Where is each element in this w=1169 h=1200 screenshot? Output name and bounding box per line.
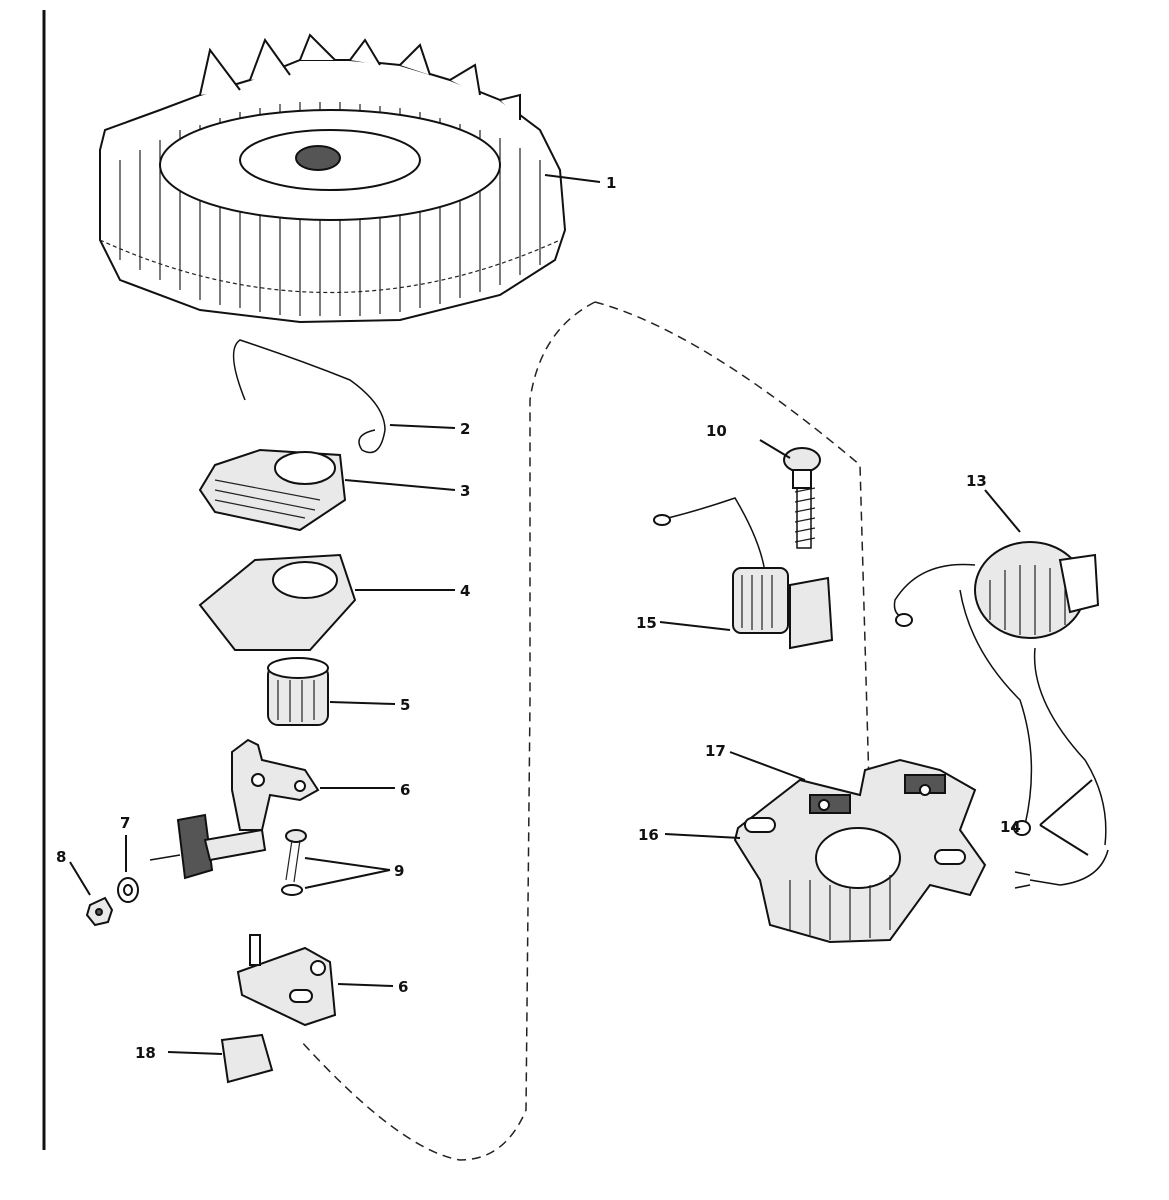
callout-2: 2 — [460, 420, 470, 438]
callout-4: 4 — [460, 582, 470, 600]
leader-2 — [389, 424, 456, 429]
nut — [85, 896, 114, 927]
leader-3 — [344, 479, 456, 491]
callout-15: 15 — [636, 614, 657, 632]
callout-5: 5 — [400, 696, 410, 714]
callout-16: 16 — [638, 826, 659, 844]
ignition-coil — [893, 541, 1100, 836]
callout-8: 8 — [56, 848, 66, 866]
leader-5 — [329, 701, 396, 705]
leader-1 — [544, 174, 601, 183]
mounting-bracket — [733, 758, 987, 944]
callout-10: 10 — [706, 422, 727, 440]
cover-plate — [198, 448, 347, 532]
leader-15 — [659, 621, 731, 631]
leader-17 — [729, 751, 806, 781]
callout-3: 3 — [460, 482, 470, 500]
condenser — [653, 497, 834, 650]
callout-9: 9 — [394, 862, 404, 880]
breaker-arm — [149, 738, 320, 880]
breaker-plate — [236, 934, 337, 1027]
callout-17: 17 — [705, 742, 726, 760]
leader-18 — [167, 1051, 223, 1055]
felt-pad — [220, 1033, 274, 1084]
assembly-dashed-outline — [299, 301, 871, 1161]
callout-13: 13 — [966, 472, 987, 490]
callout-6a: 6 — [400, 781, 410, 799]
spring-clip — [232, 339, 386, 454]
leader-6b — [337, 983, 394, 987]
gasket — [198, 553, 357, 651]
callout-18: 18 — [135, 1044, 156, 1062]
callout-14: 14 — [1000, 818, 1021, 836]
callout-6b: 6 — [398, 978, 408, 996]
leader-9a — [304, 857, 391, 871]
leader-8 — [69, 861, 91, 896]
leader-10 — [759, 439, 791, 459]
washer — [117, 877, 139, 903]
leader-14a — [1039, 779, 1093, 826]
callout-7: 7 — [120, 814, 130, 832]
screw — [783, 447, 821, 549]
leader-16 — [664, 833, 741, 839]
bushing — [267, 657, 329, 726]
callout-1: 1 — [606, 174, 616, 192]
leader-13 — [984, 489, 1021, 533]
screw-and-lockwasher — [281, 829, 307, 896]
leader-9b — [304, 869, 391, 889]
flywheel — [99, 33, 567, 324]
ground-leads — [1014, 647, 1109, 889]
leader-14b — [1039, 824, 1089, 856]
